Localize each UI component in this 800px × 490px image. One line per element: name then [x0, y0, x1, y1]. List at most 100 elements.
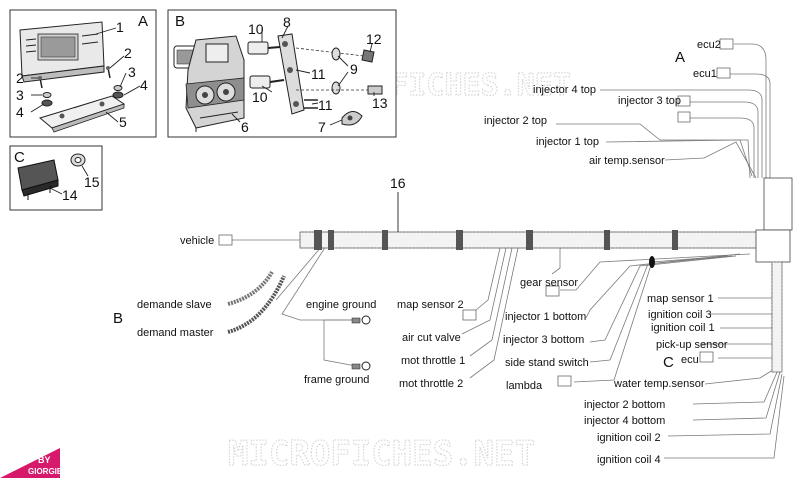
main-harness: 16	[227, 43, 793, 459]
harness-junction-top	[763, 177, 793, 231]
panel-b-label: B	[175, 13, 185, 30]
label-ignitioncoil2: ignition coil 2	[597, 432, 661, 444]
part-number-10a: 10	[248, 21, 264, 37]
lead-6	[231, 113, 241, 123]
lead-8	[281, 25, 289, 39]
part-number-14: 14	[62, 187, 78, 203]
connector-extra	[677, 111, 691, 123]
label-motthrottle2: mot throttle 2	[399, 378, 463, 390]
part-number-10b: 10	[252, 89, 268, 105]
lead-14	[49, 187, 63, 195]
part-number-2b: 2	[124, 45, 132, 61]
panel-c-relay: C 15 14	[9, 145, 103, 211]
part-number-15: 15	[84, 174, 100, 190]
connector-boxes	[218, 38, 734, 387]
side-label-a: A	[675, 49, 685, 66]
label-ecu1: ecu1	[693, 68, 717, 80]
engine-ground-eyelet	[361, 315, 371, 325]
label-injector4top: injector 4 top	[533, 84, 596, 96]
label-sidestand: side stand switch	[505, 357, 589, 369]
brand-line2: GIORGIE	[28, 467, 63, 476]
panel-a-ecu: A	[9, 9, 157, 138]
label-gearsensor: gear sensor	[520, 277, 578, 289]
label-demandmaster: demand master	[137, 327, 214, 339]
lead-9b	[337, 71, 349, 87]
label-aircutvalve: air cut valve	[402, 332, 461, 344]
sensor-bracket-drawing	[247, 33, 383, 126]
lead-5	[105, 111, 119, 123]
side-label-b: B	[113, 310, 123, 327]
harness-clips	[314, 230, 678, 268]
side-label-c: C	[663, 354, 674, 371]
lead-15	[81, 165, 89, 177]
label-injector3top: injector 3 top	[618, 95, 681, 107]
label-ignitioncoil4: ignition coil 4	[597, 454, 661, 466]
label-frameground: frame ground	[304, 374, 369, 386]
label-ignitioncoil1: ignition coil 1	[651, 322, 715, 334]
part-number-16: 16	[390, 175, 406, 191]
connector-ecu	[699, 351, 714, 363]
label-pickup: pick-up sensor	[656, 339, 728, 351]
lead-11a	[295, 69, 311, 74]
ecu-unit-drawing	[19, 21, 105, 83]
brand-triangle	[0, 448, 60, 478]
connector-vehicle	[218, 234, 233, 246]
panel-a-label: A	[138, 13, 148, 30]
label-watertemp: water temp.sensor	[613, 378, 705, 390]
brand-line1: BY	[38, 455, 51, 465]
lead-11b	[311, 102, 319, 105]
label-injector2bottom: injector 2 bottom	[584, 399, 665, 411]
label-injector4bottom: injector 4 bottom	[584, 415, 665, 427]
part-number-9: 9	[350, 61, 358, 77]
label-airtemp: air temp.sensor	[589, 155, 665, 167]
connector-mapsensor2	[462, 309, 477, 321]
part-number-3b: 3	[128, 64, 136, 80]
demand-master-lead	[227, 275, 286, 334]
lead-9a	[337, 55, 349, 67]
label-mapsensor1: map sensor 1	[647, 293, 714, 305]
part-number-6: 6	[241, 119, 249, 135]
part-number-11b: 11	[318, 97, 333, 113]
throttle-body-drawing	[173, 35, 245, 132]
label-ignitioncoil3: ignition coil 3	[648, 309, 712, 321]
part-number-5: 5	[119, 114, 127, 130]
lead-7	[329, 119, 343, 126]
connector-ecu2	[719, 38, 734, 50]
label-ecu: ecu	[681, 354, 699, 366]
part-number-2a: 2	[16, 70, 24, 86]
harness-wires	[275, 43, 785, 459]
harness-junction-main	[755, 229, 791, 263]
lead-10b	[261, 85, 273, 93]
part-number-4b: 4	[140, 77, 148, 93]
part-number-4a: 4	[16, 104, 24, 120]
label-ecu2: ecu2	[697, 39, 721, 51]
label-injector2top: injector 2 top	[484, 115, 547, 127]
label-injector3bottom: injector 3 bottom	[503, 334, 584, 346]
label-vehicle: vehicle	[180, 235, 214, 247]
part-number-12: 12	[366, 31, 382, 47]
connector-lambda	[557, 375, 572, 387]
lead-12	[369, 43, 373, 53]
panel-c-label: C	[14, 149, 25, 166]
label-injector1bottom: injector 1 bottom	[505, 311, 586, 323]
demande-slave-lead	[227, 270, 274, 306]
ecu-bracket-drawing	[38, 95, 126, 133]
part-number-3a: 3	[16, 87, 24, 103]
lead-4a	[30, 103, 45, 113]
lead-2b	[109, 55, 125, 69]
part-number-13: 13	[372, 95, 388, 111]
lead-4b	[123, 85, 141, 96]
label-injector1top: injector 1 top	[536, 136, 599, 148]
label-lambda: lambda	[506, 380, 543, 392]
part-number-11a: 11	[311, 66, 326, 82]
frame-ground-eyelet	[361, 361, 371, 371]
label-engineground: engine ground	[306, 299, 376, 311]
panel-b-throttle: B	[167, 9, 397, 138]
label-mapsensor2: map sensor 2	[397, 299, 464, 311]
connector-ecu1	[716, 67, 731, 79]
watermark-bottom: MICROFICHES.NET	[228, 434, 535, 474]
label-motthrottle1: mot throttle 1	[401, 355, 465, 367]
lead-1	[95, 27, 117, 35]
